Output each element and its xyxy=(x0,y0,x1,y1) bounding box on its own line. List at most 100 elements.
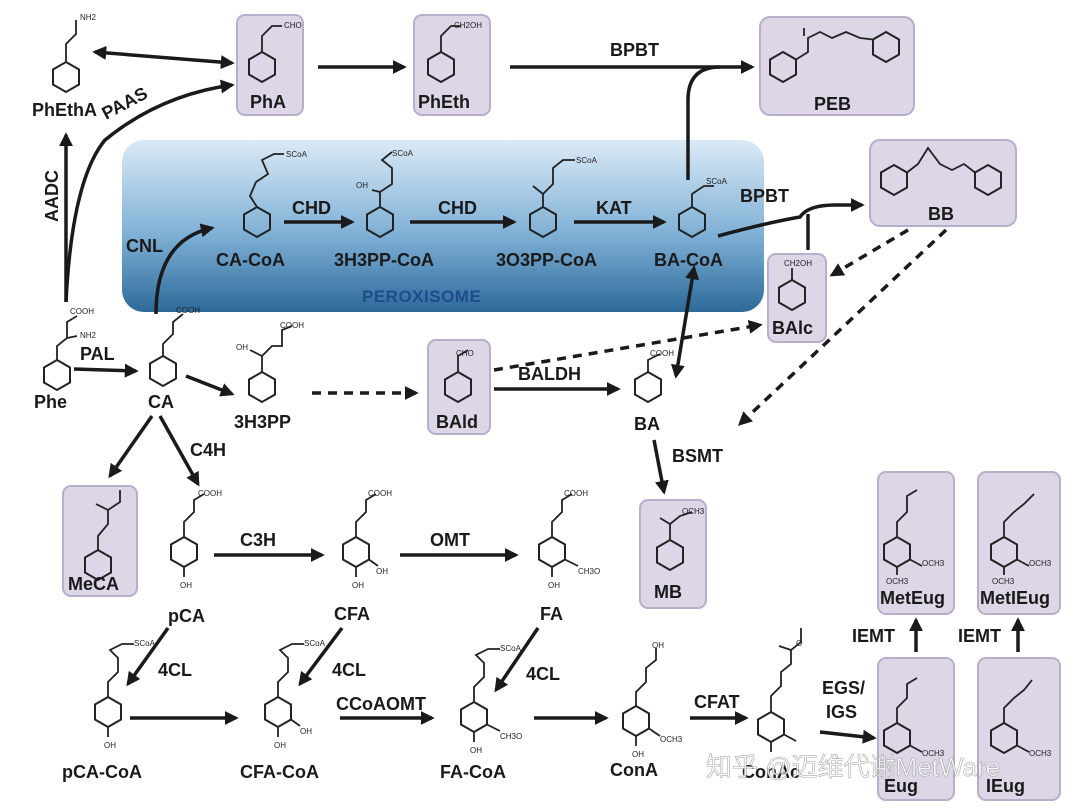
enzyme-ccoaomt: CCoAOMT xyxy=(336,694,426,714)
arrow-ca-meca xyxy=(108,414,154,479)
ring-ba xyxy=(634,370,662,404)
arrow-bpbt-bb xyxy=(717,198,865,238)
ring-cacoa xyxy=(243,205,271,239)
sub-facoa-scoa: SCoA xyxy=(500,644,522,653)
sub-bald-cho: CHO xyxy=(456,349,474,358)
sub-meteug-och3-a: OCH3 xyxy=(922,559,945,568)
sub-fa-oh: OH xyxy=(548,581,560,590)
compound-peb: PEB xyxy=(814,94,851,114)
sub-pheth-ch2oh: CH2OH xyxy=(454,21,482,30)
compound-bald: BAld xyxy=(436,412,478,432)
box-meca xyxy=(62,485,138,597)
box-eug xyxy=(877,657,955,801)
enzyme-4cl-3: 4CL xyxy=(526,664,560,684)
sub-eug-och3: OCH3 xyxy=(922,749,945,758)
compound-phe: Phe xyxy=(34,392,67,412)
compound-pca: pCA xyxy=(168,606,205,626)
compound-cacoa: CA-CoA xyxy=(216,250,285,270)
sub-pcacoa-scoa: SCoA xyxy=(134,639,156,648)
compound-metieug: MetIEug xyxy=(980,588,1050,608)
sub-cfa-oh-3: OH xyxy=(376,567,388,576)
ring-cfa xyxy=(342,535,370,569)
enzyme-paas: PAAS xyxy=(98,83,150,124)
box-peb xyxy=(759,16,915,116)
compound-pcacoa: pCA-CoA xyxy=(62,762,142,782)
arrow-cnl xyxy=(154,223,215,315)
enzyme-kat: KAT xyxy=(596,198,632,218)
ring-3h3ppcoa xyxy=(366,205,394,239)
sub-metieug-och3-b: OCH3 xyxy=(992,577,1015,586)
sub-phetha-nh2: NH2 xyxy=(80,13,97,22)
sub-pha-cho: CHO xyxy=(284,21,302,30)
sub-3h3pp-cooh: COOH xyxy=(280,321,304,330)
sub-fa-h3co: CH3O xyxy=(578,567,600,576)
sub-cona-och3: OCH3 xyxy=(660,735,683,744)
arrow-c4h xyxy=(158,415,200,487)
ring-pcacoa xyxy=(94,695,122,729)
compound-cfacoa: CFA-CoA xyxy=(240,762,319,782)
sub-ca-cooh: COOH xyxy=(176,306,200,315)
compound-pheth: PhEth xyxy=(418,92,470,112)
box-pha xyxy=(236,14,304,116)
ring-facoa xyxy=(460,700,488,734)
sub-metieug-och3-a: OCH3 xyxy=(1029,559,1052,568)
compound-ieug: IEug xyxy=(986,776,1025,796)
enzyme-cnl: CNL xyxy=(126,236,163,256)
ring-mb xyxy=(656,538,684,572)
enzyme-c4h: C4H xyxy=(190,440,226,460)
sub-cacoa-scoa: SCoA xyxy=(286,150,308,159)
arrow-4cl-2 xyxy=(298,626,344,687)
enzyme-pal: PAL xyxy=(80,344,115,364)
compound-ca: CA xyxy=(148,392,174,412)
sub-fa-cooh: COOH xyxy=(564,489,588,498)
box-balc xyxy=(767,253,827,343)
enzyme-iemt-2: IEMT xyxy=(958,626,1001,646)
arrow-paas xyxy=(64,79,235,303)
compound-pha: PhA xyxy=(250,92,286,112)
sub-pca-oh: OH xyxy=(180,581,192,590)
sub-bacoa-scoa: SCoA xyxy=(706,177,728,186)
enzyme-iemt-1: IEMT xyxy=(852,626,895,646)
box-bald xyxy=(427,339,491,435)
sub-cfacoa-oh-3: OH xyxy=(300,727,312,736)
arrow-egs xyxy=(819,729,877,744)
ring-meca xyxy=(84,548,112,582)
box-meteug xyxy=(877,471,955,615)
enzyme-chd-1: CHD xyxy=(292,198,331,218)
compound-phetha: PhEthA xyxy=(32,100,97,120)
compound-ba: BA xyxy=(634,414,660,434)
compound-fa: FA xyxy=(540,604,563,624)
arrow-phetha-pha xyxy=(92,45,235,70)
ring-pheth xyxy=(427,50,455,84)
ring-pca xyxy=(170,535,198,569)
box-pheth xyxy=(413,14,491,116)
compound-cona: ConA xyxy=(610,760,658,780)
sub-ieug-och3: OCH3 xyxy=(1029,749,1052,758)
arrow-pal xyxy=(73,363,139,378)
enzyme-bpbt-2: BPBT xyxy=(740,186,789,206)
compound-eug: Eug xyxy=(884,776,918,796)
enzyme-omt: OMT xyxy=(430,530,470,550)
compound-meteug: MetEug xyxy=(880,588,945,608)
ring-eug xyxy=(883,721,911,755)
compound-3h3pp: 3H3PP xyxy=(234,412,291,432)
enzyme-labels: PAAS AADC BPBT BPBT CNL CHD CHD KAT PAL … xyxy=(42,40,1001,722)
ring-3o3ppcoa xyxy=(529,205,557,239)
enzyme-bsmt: BSMT xyxy=(672,446,723,466)
compound-mb: MB xyxy=(654,582,682,602)
sub-facoa-oh: OH xyxy=(470,746,482,755)
ring-bald xyxy=(444,370,472,404)
sub-3h3pp-oh: OH xyxy=(236,343,248,352)
sub-3o3ppcoa-scoa: SCoA xyxy=(576,156,598,165)
sub-3h3ppcoa-scoa: SCoA xyxy=(392,149,414,158)
sub-3h3ppcoa-oh: OH xyxy=(356,181,368,190)
box-ieug xyxy=(977,657,1061,801)
box-bb xyxy=(869,139,1017,227)
arrow-bb-balc xyxy=(829,228,909,277)
ring-cfacoa xyxy=(264,695,292,729)
enzyme-4cl-1: 4CL xyxy=(158,660,192,680)
enzyme-igs: IGS xyxy=(826,702,857,722)
compound-labels: PhEthA PhA PhEth PEB Phe CA CA-CoA 3H3PP… xyxy=(32,92,1050,796)
sub-cfa-oh-4: OH xyxy=(352,581,364,590)
